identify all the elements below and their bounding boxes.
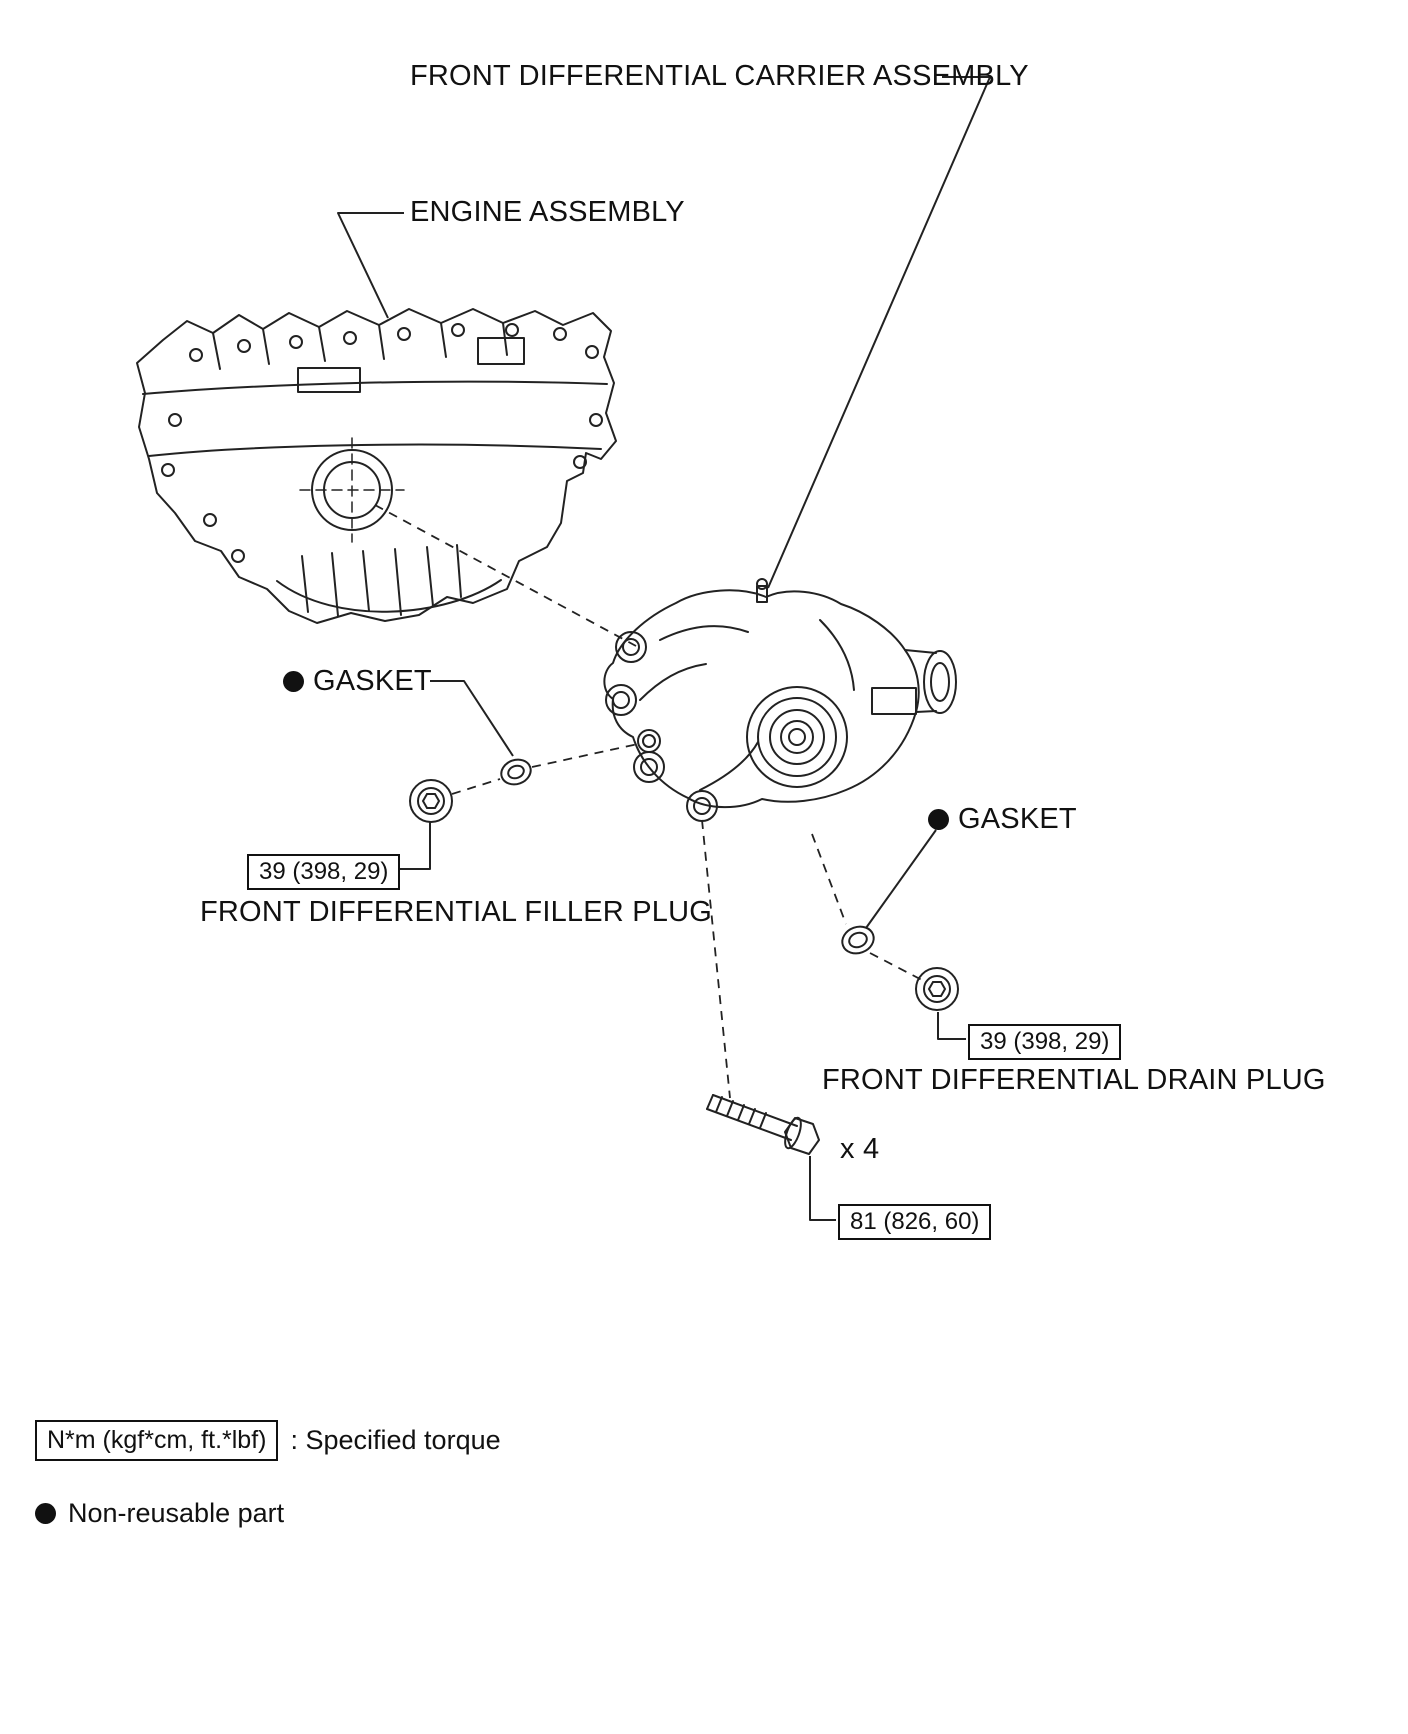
callout-gasket-right: GASKET — [928, 803, 1077, 836]
label-drain-plug: FRONT DIFFERENTIAL DRAIN PLUG — [822, 1064, 1326, 1096]
differential-carrier-drawing — [603, 578, 957, 822]
label-bolt-quantity: x 4 — [840, 1133, 880, 1165]
torque-unit-box: N*m (kgf*cm, ft.*lbf) — [35, 1420, 279, 1461]
dashed-assembly-lines — [374, 504, 923, 1099]
gasket-right-drawing — [841, 925, 875, 955]
label-filler-plug: FRONT DIFFERENTIAL FILLER PLUG — [200, 896, 712, 928]
leader-lines — [337, 76, 991, 1221]
callout-gasket-left: GASKET — [283, 665, 432, 698]
label-gasket-right: GASKET — [958, 803, 1077, 835]
non-reusable-dot-icon — [928, 809, 949, 831]
legend-non-reusable: Non-reusable part — [35, 1498, 284, 1529]
non-reusable-label: Non-reusable part — [68, 1498, 285, 1528]
engine-assembly-drawing — [136, 308, 617, 624]
non-reusable-dot-icon — [283, 671, 304, 693]
torque-mount-bolt: 81 (826, 60) — [838, 1204, 992, 1240]
gasket-left-drawing — [500, 758, 532, 786]
label-gasket-left: GASKET — [313, 665, 432, 697]
drain-plug-drawing — [915, 967, 959, 1011]
label-carrier-assembly: FRONT DIFFERENTIAL CARRIER ASSEMBLY — [410, 60, 1029, 92]
torque-drain-plug: 39 (398, 29) — [968, 1024, 1122, 1060]
filler-plug-drawing — [409, 779, 453, 823]
legend-torque: N*m (kgf*cm, ft.*lbf) : Specified torque — [35, 1420, 501, 1461]
non-reusable-dot-icon — [35, 1503, 56, 1524]
label-engine-assembly: ENGINE ASSEMBLY — [410, 196, 685, 228]
torque-description: : Specified torque — [290, 1425, 501, 1455]
torque-filler-plug: 39 (398, 29) — [247, 854, 401, 890]
mount-bolt-drawing — [706, 1094, 820, 1155]
